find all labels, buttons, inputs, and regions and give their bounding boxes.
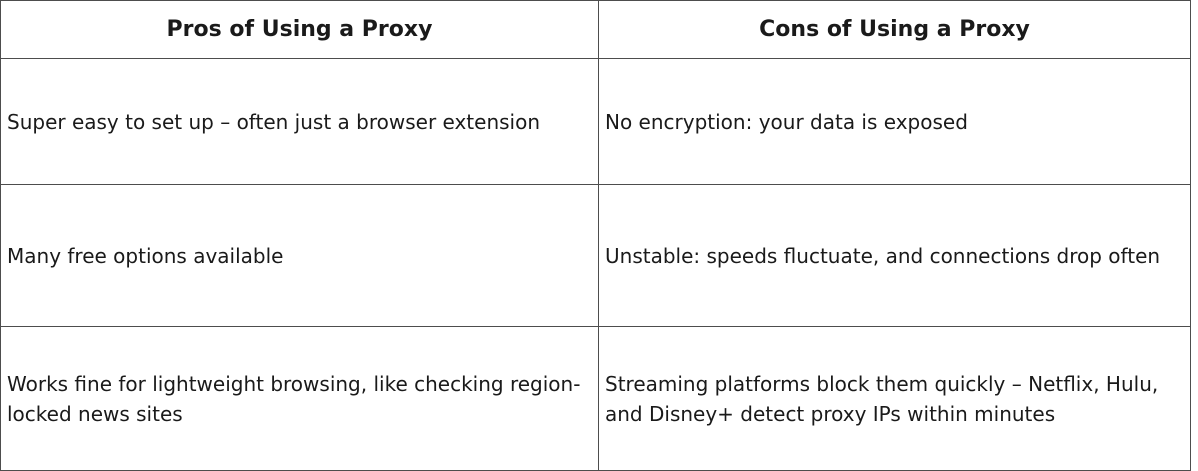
table-header-row: Pros of Using a Proxy Cons of Using a Pr… bbox=[0, 0, 1191, 59]
pro-cell: Super easy to set up – often just a brow… bbox=[0, 58, 599, 185]
pros-column-header: Pros of Using a Proxy bbox=[0, 0, 599, 59]
pro-cell: Many free options available bbox=[0, 184, 599, 327]
table-row: Super easy to set up – often just a brow… bbox=[0, 58, 1191, 185]
con-cell: Unstable: speeds fluctuate, and connecti… bbox=[598, 184, 1191, 327]
table-row: Many free options available Unstable: sp… bbox=[0, 184, 1191, 327]
pro-cell: Works fine for lightweight browsing, lik… bbox=[0, 326, 599, 471]
con-cell: Streaming platforms block them quickly –… bbox=[598, 326, 1191, 471]
con-cell: No encryption: your data is exposed bbox=[598, 58, 1191, 185]
table-row: Works fine for lightweight browsing, lik… bbox=[0, 326, 1191, 471]
cons-column-header: Cons of Using a Proxy bbox=[598, 0, 1191, 59]
